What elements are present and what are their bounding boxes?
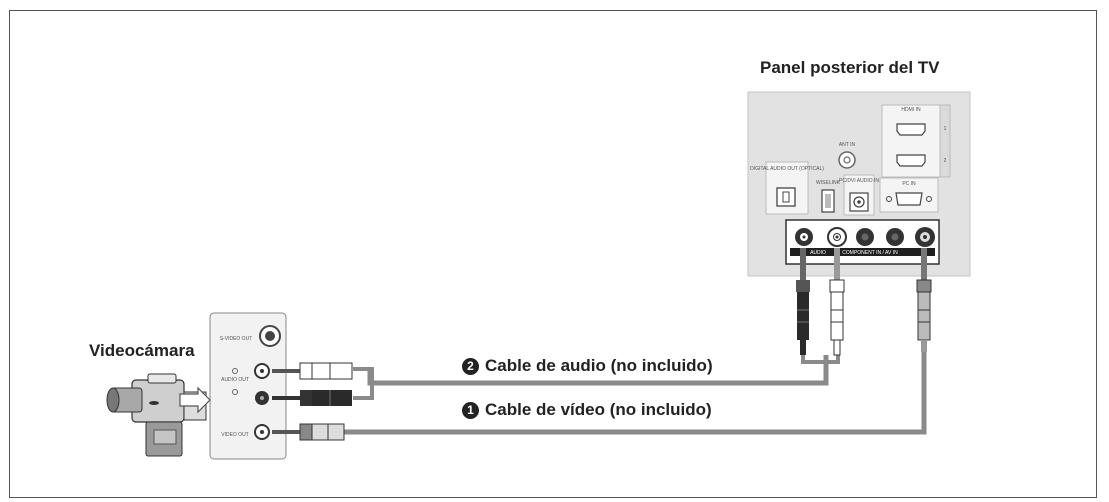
wiselink-label: WISELINK xyxy=(816,180,841,186)
rca-jack-pb xyxy=(886,228,904,246)
rca-jack-audio-left xyxy=(795,228,813,246)
video-cable-caption: 1 Cable de vídeo (no incluido) xyxy=(462,400,712,420)
component-av-in-label: COMPONENT IN / AV IN xyxy=(842,250,898,256)
cam-jack-audio-right xyxy=(255,391,269,405)
cam-jack-video xyxy=(254,424,270,440)
audio-out-label: AUDIO OUT xyxy=(221,377,249,383)
cam-plug-video xyxy=(272,423,345,441)
cam-plug-audio-left xyxy=(272,362,353,380)
pc-dvi-audio-in-label: PC/DVI AUDIO IN xyxy=(839,178,879,184)
tv-plug-audio-right xyxy=(829,248,845,356)
video-cable-line xyxy=(342,352,927,435)
camcorder-jack-panel: S-VIDEO OUT AUDIO OUT VIDEO OUT xyxy=(209,312,287,460)
camcorder-icon xyxy=(106,373,207,457)
audio-cable-label: Cable de audio (no incluido) xyxy=(485,356,713,375)
direction-arrow-icon xyxy=(179,386,211,414)
audio-cable-caption: 2 Cable de audio (no incluido) xyxy=(462,356,713,376)
hdmi-port-1-label: 1 xyxy=(944,126,947,132)
rca-jack-video xyxy=(915,227,935,247)
pc-in-label: PC IN xyxy=(902,181,916,187)
rca-jack-audio-right xyxy=(827,227,847,247)
s-video-out-label: S-VIDEO OUT xyxy=(220,336,253,342)
cable-lines xyxy=(342,352,927,435)
video-out-label: VIDEO OUT xyxy=(221,432,249,438)
diagram-frame xyxy=(9,10,1097,498)
vga-port xyxy=(895,192,923,206)
audio-cable-number-badge: 2 xyxy=(462,358,479,375)
rca-jack-pr xyxy=(856,228,874,246)
digital-audio-out-label: DIGITAL AUDIO OUT (OPTICAL) xyxy=(750,166,824,172)
tv-rear-panel: HDMI IN 1 2 ANT IN DIGITAL AUDIO OUT (OP… xyxy=(747,91,971,277)
hdmi-in-label: HDMI IN xyxy=(901,107,921,113)
camcorder-label: Videocámara xyxy=(89,341,195,360)
ant-in-label: ANT IN xyxy=(839,142,856,148)
hdmi-port-2 xyxy=(896,154,926,167)
tv-plug-video xyxy=(916,248,932,352)
tv-plug-audio-left xyxy=(796,248,810,355)
ant-in-port xyxy=(838,151,856,169)
tv-panel-title: Panel posterior del TV xyxy=(760,58,940,77)
cam-jack-audio-left xyxy=(254,363,270,379)
hdmi-port-2-label: 2 xyxy=(944,158,947,164)
optical-port xyxy=(776,187,796,207)
video-cable-number-badge: 1 xyxy=(462,402,479,419)
hdmi-port-1 xyxy=(896,123,926,136)
video-cable-label: Cable de vídeo (no incluido) xyxy=(485,400,712,419)
cam-plug-audio-right xyxy=(272,390,352,406)
av-audio-label: AUDIO xyxy=(810,250,826,256)
